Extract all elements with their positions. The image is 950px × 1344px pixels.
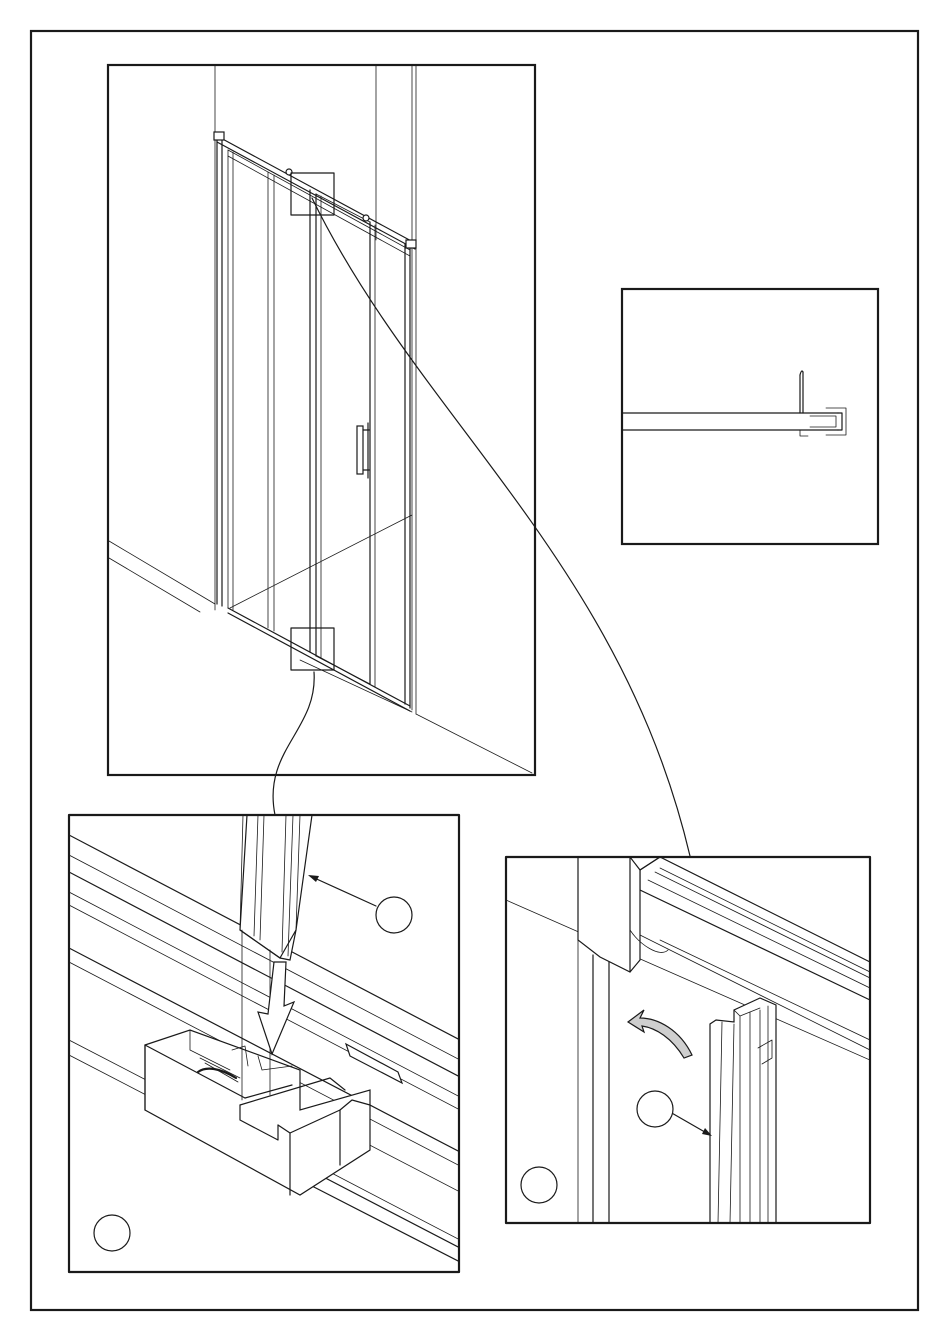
overview-frame <box>108 65 535 775</box>
overview-panel <box>108 65 535 775</box>
bottom-seal-callout <box>376 897 412 933</box>
bottom-step-callout <box>94 1215 130 1251</box>
top-seal-callout <box>637 1091 673 1127</box>
top-step-callout <box>521 1167 557 1203</box>
profile-section-panel <box>622 289 878 544</box>
profile-frame <box>622 289 878 544</box>
